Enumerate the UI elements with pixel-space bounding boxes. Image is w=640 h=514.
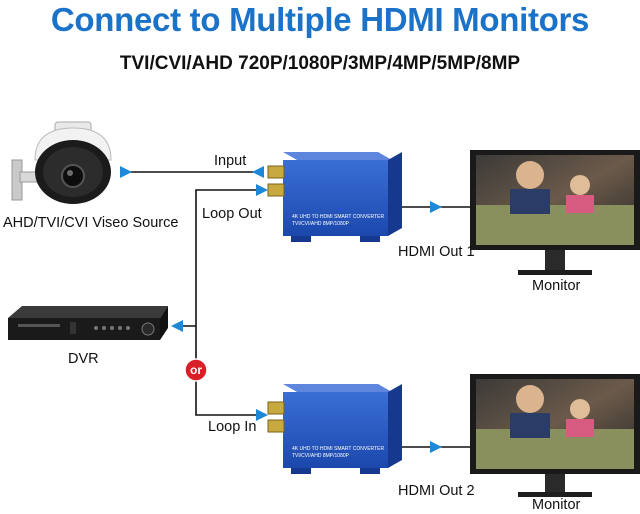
dvr-label: DVR bbox=[68, 351, 99, 367]
monitor-2-icon bbox=[470, 374, 640, 497]
input-label: Input bbox=[214, 153, 247, 169]
monitor-1-label: Monitor bbox=[532, 278, 581, 294]
converter-1-label-line2: TVI/CVI/AHD 8MP/1080P bbox=[292, 221, 349, 227]
monitor-1-icon bbox=[470, 150, 640, 275]
converter-2-icon bbox=[267, 384, 402, 474]
hdmi-out-2-label: HDMI Out 2 bbox=[398, 483, 475, 499]
dvr-recorder-icon bbox=[8, 306, 168, 340]
converter-2-label-line2: TVI/CVI/AHD 8MP/1080P bbox=[292, 453, 349, 459]
ptz-camera-icon bbox=[11, 121, 112, 204]
source-label: AHD/TVI/CVI Viseo Source bbox=[3, 215, 179, 231]
or-label: or bbox=[190, 363, 202, 377]
loop-out-label: Loop Out bbox=[202, 206, 262, 222]
loop-in-label: Loop In bbox=[208, 419, 257, 435]
monitor-2-label: Monitor bbox=[532, 497, 581, 513]
hdmi-out-1-label: HDMI Out 1 bbox=[398, 244, 475, 260]
page-subtitle: TVI/CVI/AHD 720P/1080P/3MP/4MP/5MP/8MP bbox=[119, 53, 521, 74]
converter-1-icon bbox=[267, 152, 402, 242]
arrow-heads bbox=[120, 166, 442, 453]
converter-2-label-line1: 4K UHD TO HDMI SMART CONVERTER bbox=[292, 446, 385, 452]
converter-1-label-line1: 4K UHD TO HDMI SMART CONVERTER bbox=[292, 214, 385, 220]
page-title: Connect to Multiple HDMI Monitors bbox=[50, 1, 590, 38]
or-badge bbox=[184, 358, 208, 382]
